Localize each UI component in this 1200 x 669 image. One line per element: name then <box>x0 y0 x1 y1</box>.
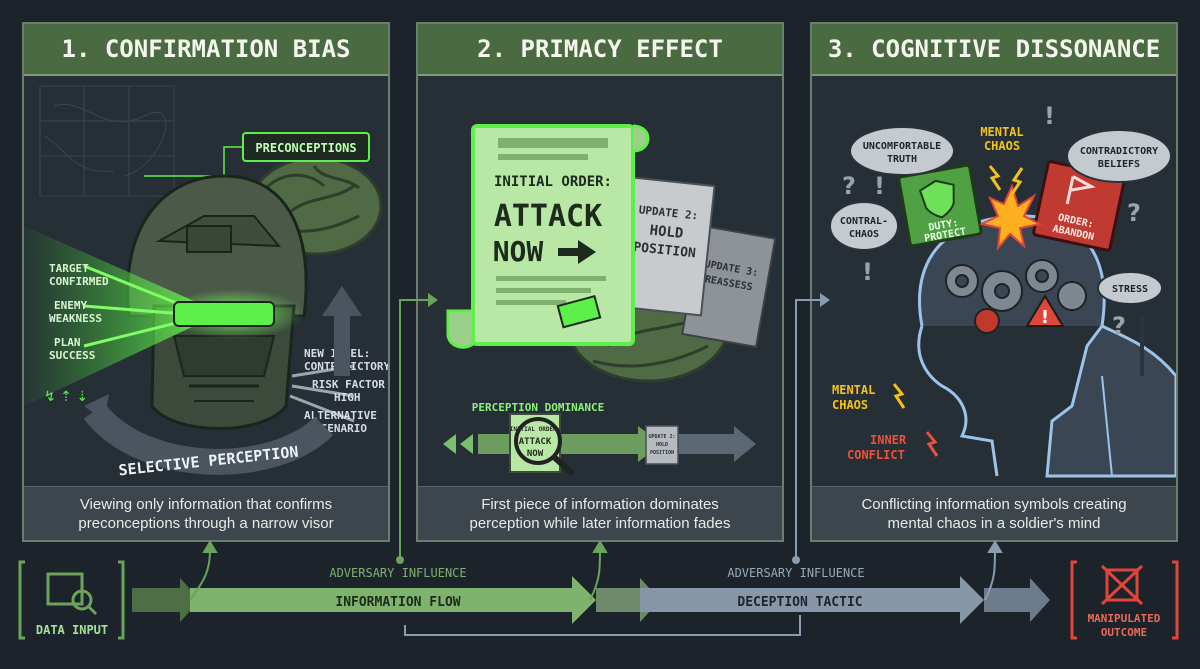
adversary-influence-label-1: ADVERSARY INFLUENCE <box>329 566 466 580</box>
now-label: NOW <box>493 235 544 268</box>
lightning-icon <box>925 431 939 457</box>
panel-caption: Viewing only information that confirms p… <box>78 496 334 532</box>
panel-caption-box: First piece of information dominates per… <box>418 486 782 540</box>
mental-chaos-label-2: CHAOS <box>832 398 868 412</box>
svg-text:?: ? <box>1127 199 1141 227</box>
preconceptions-label: PRECONCEPTIONS <box>255 141 356 155</box>
enemy-label: ENEMY <box>54 299 87 312</box>
mini-update-label-2: HOLD <box>656 442 668 448</box>
warning-icon <box>1025 294 1065 327</box>
panel-caption: First piece of information dominates per… <box>469 496 731 532</box>
target-icon <box>1105 568 1139 602</box>
mini-update-label: UPDATE 2: <box>648 434 675 440</box>
alternative-label: ALTERNATIVE <box>304 409 377 422</box>
up-arrow-icon <box>322 286 362 376</box>
target-label: TARGET <box>49 262 89 275</box>
gears-icon <box>945 259 1087 334</box>
folder-icon <box>46 572 84 606</box>
contral-label: CONTRAL- <box>840 216 888 227</box>
contradictory-label-2: BELIEFS <box>1098 159 1140 170</box>
stress-label: STRESS <box>1112 284 1148 295</box>
thought-bubbles <box>829 126 1172 305</box>
plan-label-2: SUCCESS <box>49 349 95 362</box>
svg-text:?: ? <box>1112 312 1126 340</box>
flow-arrows <box>132 576 1050 624</box>
panel-confirmation-bias: 1. CONFIRMATION BIAS PRECONCEPTION <box>22 22 390 542</box>
panel-header: 3. COGNITIVE DISSONANCE <box>812 24 1176 76</box>
mini-order-label: INITIAL ORDER: <box>510 426 561 433</box>
panel-title: 1. CONFIRMATION BIAS <box>61 35 351 63</box>
primacy-effect-illustration: UPDATE 3: REASSESS UPDATE 2: HOLD POSITI… <box>443 124 777 477</box>
lightning-icon <box>892 383 906 409</box>
mental-chaos-top-label-2: CHAOS <box>984 139 1020 153</box>
confirmation-bias-illustration: PRECONCEPTIONS TARGET CONFIRMED ENEMY WE… <box>24 85 388 479</box>
manipulated-label-2: OUTCOME <box>1101 626 1147 639</box>
update2-label-3: POSITION <box>633 240 697 261</box>
attack-label: ATTACK <box>494 199 602 234</box>
deception-tactic-label: DECEPTION TACTIC <box>737 595 862 610</box>
panel-title: 2. PRIMACY EFFECT <box>477 35 723 63</box>
mental-chaos-label: MENTAL <box>832 383 875 397</box>
feedback-loop-blue <box>404 540 1003 636</box>
initial-order-scroll: INITIAL ORDER: ATTACK NOW <box>446 124 650 349</box>
magnifier-icon <box>514 417 576 477</box>
enemy-label-2: WEAKNESS <box>49 312 102 325</box>
svg-text:!: ! <box>862 258 873 286</box>
uncomfortable-label-2: TRUTH <box>887 154 917 165</box>
data-input-box <box>18 560 125 640</box>
warning-glyph: ! <box>1041 307 1049 328</box>
inner-conflict-label-2: CONFLICT <box>847 448 905 462</box>
mini-order-label-3: NOW <box>527 449 544 459</box>
mini-update-label-3: POSITION <box>650 450 674 456</box>
selective-perception-arc <box>83 402 334 475</box>
uncomfortable-label: UNCOMFORTABLE <box>863 141 941 152</box>
arrows-glyph-icon: ↯ ⇡ ⇣ <box>44 389 88 405</box>
risk-label-2: HIGH <box>334 391 361 404</box>
stamp-icon <box>556 294 602 329</box>
mini-update-document: UPDATE 2: HOLD POSITION <box>645 425 679 465</box>
svg-text:?: ? <box>842 172 856 200</box>
information-flow-label: INFORMATION FLOW <box>335 595 460 610</box>
panel-caption: Conflicting information symbols creating… <box>861 496 1127 532</box>
contral-label-2: CHAOS <box>849 229 879 240</box>
vision-beam <box>24 226 194 406</box>
svg-text:!: ! <box>1044 102 1055 130</box>
contradictory-label: CONTRADICTORY <box>1080 146 1158 157</box>
perception-dominance-label: PERCEPTION DOMINANCE <box>472 401 604 414</box>
panel-caption-box: Conflicting information symbols creating… <box>812 486 1176 540</box>
plan-label: PLAN <box>54 336 81 349</box>
manipulated-label: MANIPULATED <box>1088 612 1161 625</box>
panel-title: 3. COGNITIVE DISSONANCE <box>827 35 1161 63</box>
adversary-influence-label-2: ADVERSARY INFLUENCE <box>727 566 864 580</box>
inner-conflict-label: INNER <box>870 433 907 447</box>
information-flow-bar: DATA INPUT INFORMATION FLOW DECEPTION TA… <box>18 540 1179 640</box>
question-marks: ??? !!! <box>842 102 1141 340</box>
panel-caption-box: Viewing only information that confirms p… <box>24 486 388 540</box>
lightning-icon <box>988 165 1002 191</box>
initial-order-label: INITIAL ORDER: <box>494 174 612 190</box>
mental-chaos-top-label: MENTAL <box>980 125 1023 139</box>
cognitive-dissonance-illustration: ! DUTY: PROTECT ORDER: ABANDON UNCOMFORT… <box>829 102 1176 478</box>
panel-cognitive-dissonance: 3. COGNITIVE DISSONANCE ! DUTY: PROTECT <box>810 22 1178 542</box>
data-input-label: DATA INPUT <box>36 623 108 637</box>
risk-label: RISK FACTOR <box>312 378 385 391</box>
svg-text:!: ! <box>874 172 885 200</box>
panel-header: 2. PRIMACY EFFECT <box>418 24 782 76</box>
panel-header: 1. CONFIRMATION BIAS <box>24 24 388 76</box>
mini-order-label-2: ATTACK <box>519 437 552 447</box>
feedback-loop <box>189 540 608 601</box>
search-icon <box>71 589 93 611</box>
manipulated-outcome-box <box>1070 560 1179 640</box>
panel-primacy-effect: 2. PRIMACY EFFECT UPDATE 3: REASSESS UPD… <box>416 22 784 542</box>
narrow-visor <box>173 301 275 327</box>
update2-label-2: HOLD <box>649 223 684 242</box>
lightning-icon <box>1010 167 1024 195</box>
duty-label: DUTY: <box>928 218 960 234</box>
arrow-right-icon <box>558 240 596 264</box>
target-label-2: CONFIRMED <box>49 275 109 288</box>
explosion-icon <box>979 183 1044 252</box>
update-2-document: UPDATE 2: HOLD POSITION <box>615 176 716 317</box>
update2-label: UPDATE 2: <box>638 203 699 222</box>
